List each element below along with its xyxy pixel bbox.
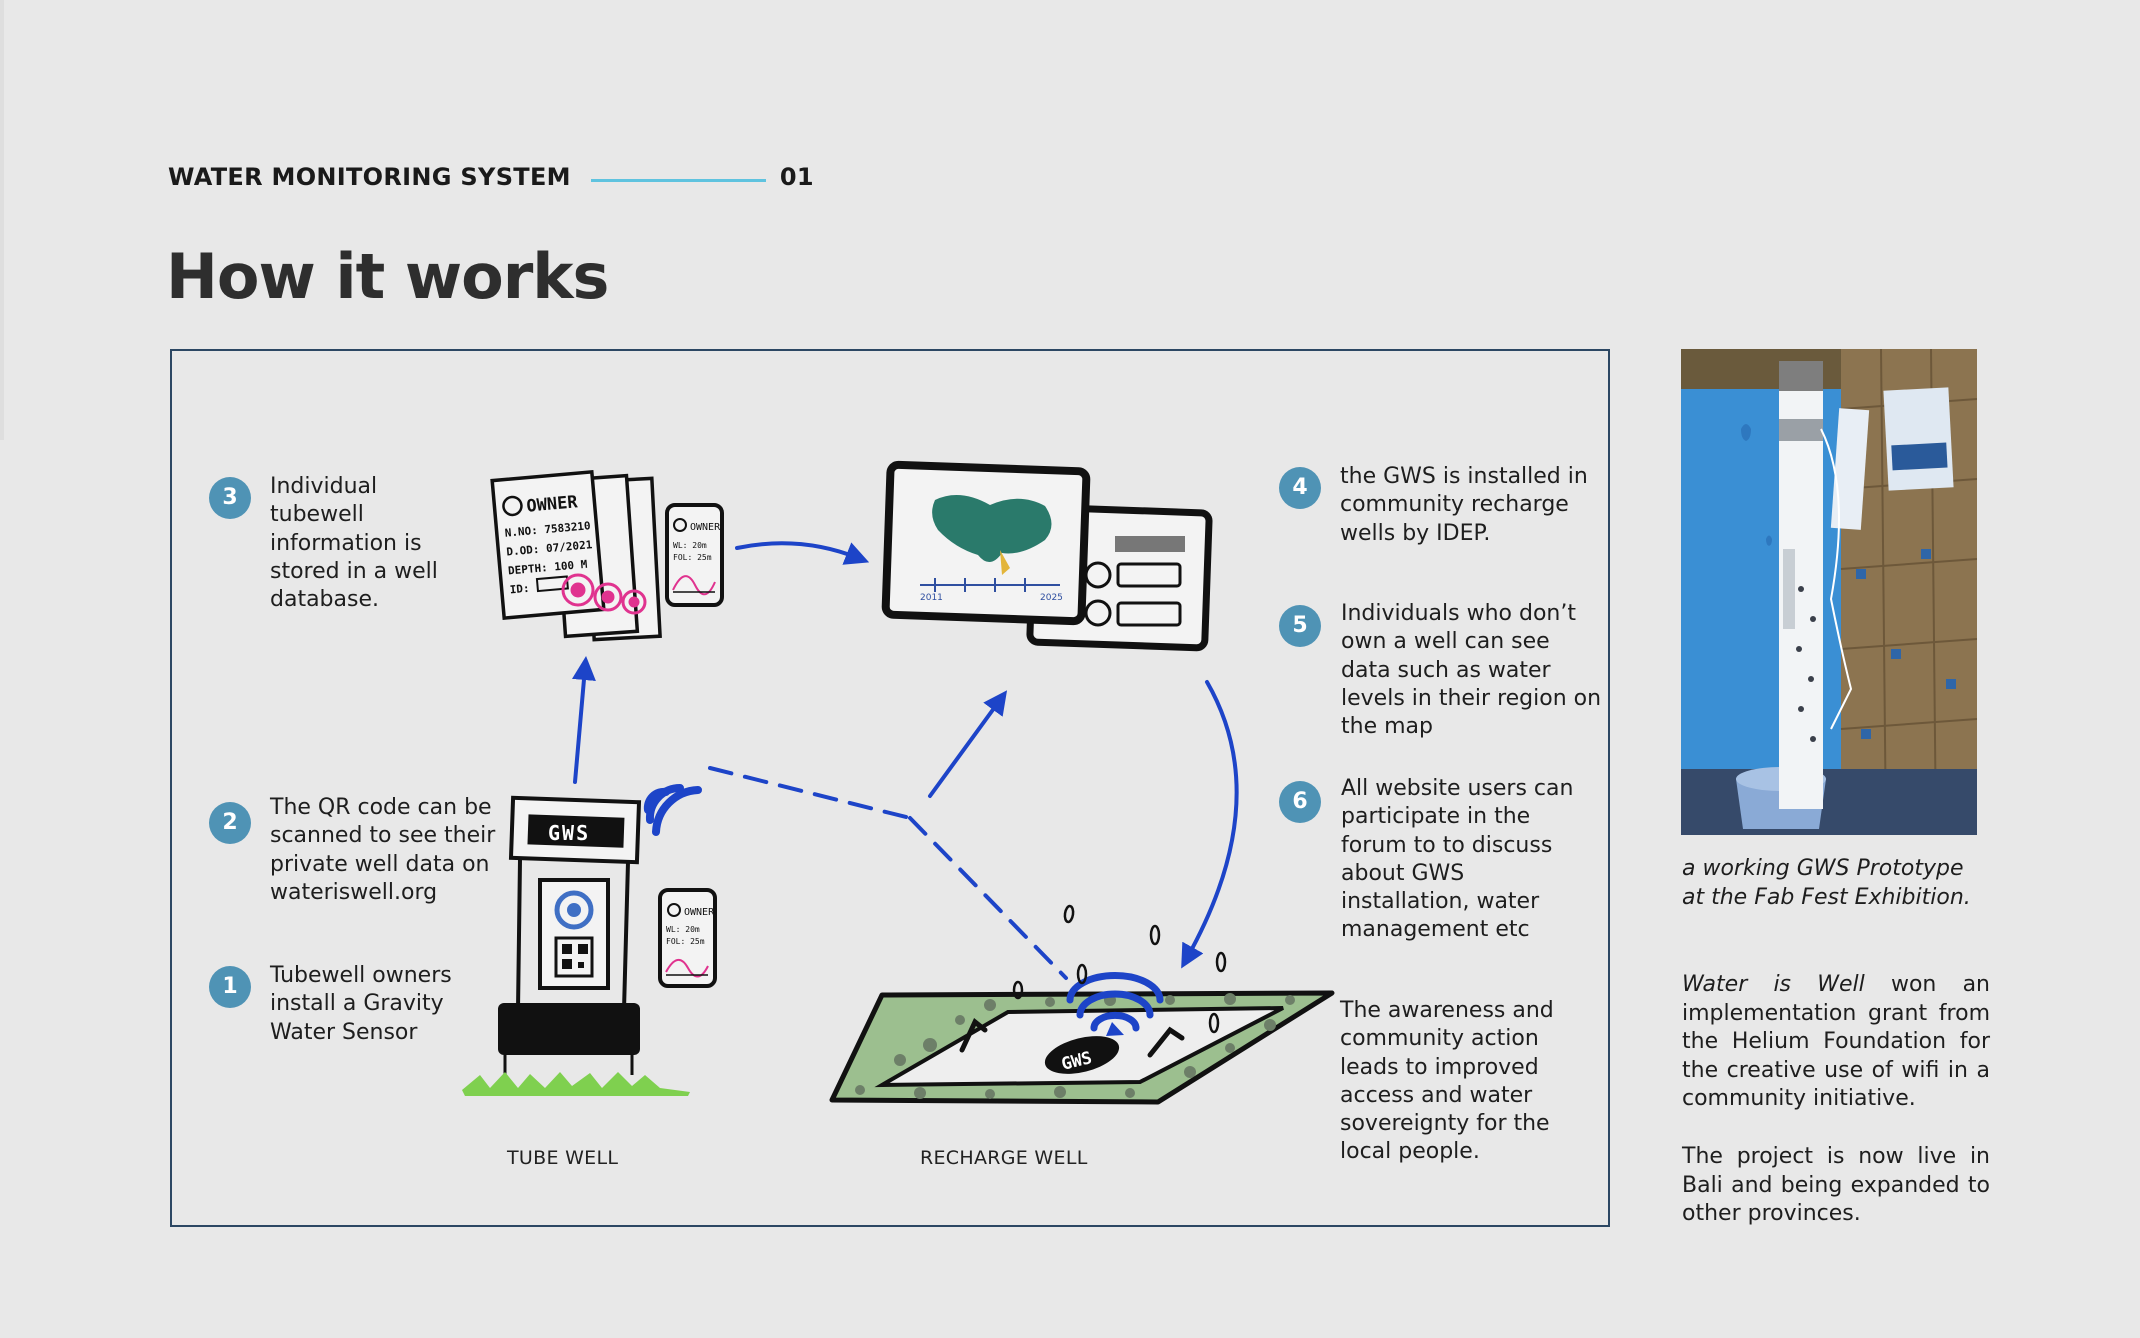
- owner-card-line-4: ID:: [509, 582, 530, 597]
- arrow-junction-to-web: [928, 690, 1008, 798]
- step-badge-4: 4: [1279, 467, 1321, 509]
- wifi-signal-icon: [643, 783, 702, 836]
- phone-top-line-1: FOL: 25m: [673, 553, 712, 562]
- page-title: How it works: [166, 240, 609, 313]
- recharge-well: GWS: [829, 971, 1335, 1105]
- prototype-photo: [1681, 349, 1977, 835]
- step-badge-6: 6: [1279, 781, 1321, 823]
- owner-card-line-0: OWNER: [526, 492, 579, 516]
- water-drops: [1012, 904, 1227, 1034]
- left-edge-strip: [0, 0, 4, 440]
- project-name: Water is Well: [1682, 972, 1865, 997]
- owner-card-text: OWNER N.NO: 7583210 D.OD: 07/2021 DEPTH:…: [502, 492, 593, 597]
- status-paragraph: The project is now live in Bali and bein…: [1682, 1144, 1990, 1226]
- grant-paragraph: Water is Well won an implementation gran…: [1682, 971, 1990, 1114]
- phone-bottom-line-1: FOL: 25m: [666, 937, 705, 946]
- phone-top-line-0: WL: 20m: [673, 541, 707, 550]
- step-badge-2: 2: [209, 802, 251, 844]
- step-text-4: the GWS is installed in community rechar…: [1340, 464, 1588, 546]
- step-text-5: Individuals who don’t own a well can see…: [1341, 601, 1602, 740]
- step-badge-3: 3: [209, 477, 251, 519]
- step-badge-1: 1: [209, 966, 251, 1008]
- grant-text: won an implementation grant from the Hel…: [1682, 972, 1990, 1111]
- map-chart-year-end: 2025: [1040, 593, 1063, 603]
- section-label: WATER MONITORING SYSTEM: [168, 163, 571, 191]
- arrow-sensor-to-database: [571, 656, 596, 784]
- dashed-link-sensor: [708, 766, 912, 820]
- dashed-link-recharge: [908, 816, 1068, 980]
- step-text-1: Tubewell owners install a Gravity Water …: [270, 963, 452, 1045]
- web-map-screens: 2011 2025: [881, 460, 1213, 652]
- map-chart-year-start: 2011: [920, 593, 943, 603]
- phone-bottom-line-0: WL: 20m: [666, 925, 700, 934]
- gws-device-label: GWS: [548, 821, 590, 845]
- pink-seals: [561, 573, 647, 615]
- phone-qr-icon: OWNER WL: 20m FOL: 25m: [658, 888, 717, 988]
- step-text-6: All website users can participate in the…: [1341, 776, 1574, 943]
- phone-bottom-label: OWNER: [684, 907, 715, 918]
- phone-top-label: OWNER: [690, 522, 721, 533]
- recharge-well-label: RECHARGE WELL: [920, 1147, 1088, 1169]
- arrow-database-to-web: [735, 541, 870, 565]
- outcome-text: The awareness and community action leads…: [1340, 998, 1554, 1165]
- diagram-frame: [170, 349, 1610, 1227]
- section-kicker: WATER MONITORING SYSTEM 01: [168, 160, 814, 194]
- prototype-photo-illustration: [1681, 349, 1977, 835]
- phone-database-icon: OWNER WL: 20m FOL: 25m: [665, 503, 724, 607]
- recharge-wifi-icon: [1066, 971, 1164, 1032]
- flow-arrows: [571, 541, 1239, 980]
- kicker-rule: [590, 178, 766, 182]
- tube-well-label: TUBE WELL: [507, 1147, 619, 1169]
- step-text-2: The QR code can be scanned to see their …: [270, 795, 496, 905]
- step-badge-5: 5: [1279, 605, 1321, 647]
- photo-caption: a working GWS Prototype at the Fab Fest …: [1682, 856, 1971, 910]
- section-number: 01: [779, 163, 814, 191]
- gws-sensor-device: GWS: [462, 795, 690, 1096]
- arrow-web-to-recharge: [1181, 680, 1239, 969]
- step-text-3: Individual tubewell information is store…: [270, 474, 438, 613]
